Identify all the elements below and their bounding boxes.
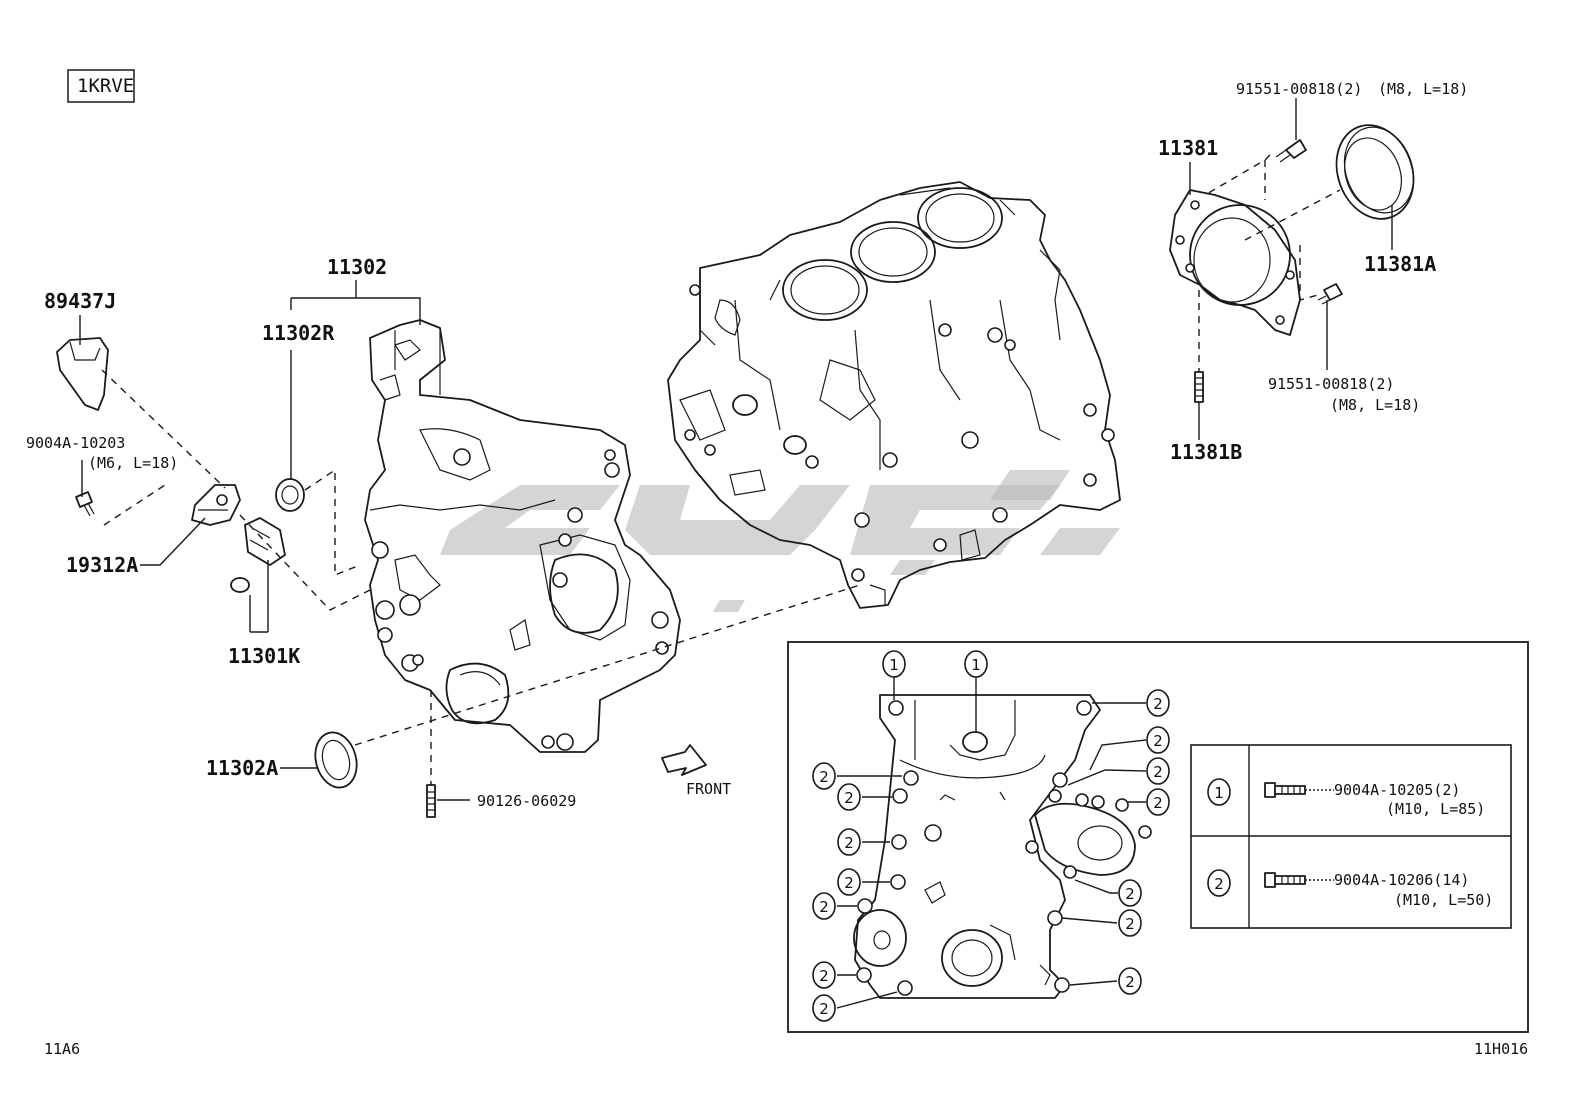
sensor-11301k-drawing <box>230 517 286 593</box>
inset-leader-lines <box>836 677 1147 1009</box>
svg-text:2: 2 <box>1153 695 1163 713</box>
inset-frame <box>787 641 1529 1033</box>
svg-text:2: 2 <box>819 768 829 786</box>
rear-seal-drawing <box>1335 124 1415 220</box>
label-11302a: 11302A <box>206 756 278 780</box>
label-11381a: 11381A <box>1364 252 1436 276</box>
svg-text:2: 2 <box>1125 973 1135 991</box>
bolt-91551-top-drawing <box>1275 139 1307 163</box>
label-11302r: 11302R <box>262 321 335 345</box>
svg-text:2: 2 <box>844 834 854 852</box>
label-11302: 11302 <box>327 255 387 279</box>
footer-left-code: 11A6 <box>44 1040 80 1058</box>
svg-text:2: 2 <box>819 898 829 916</box>
svg-text:2: 2 <box>819 1000 829 1018</box>
dashed-assembly-lines <box>101 154 1341 785</box>
spec-9004a-10203: (M6, L=18) <box>88 454 178 472</box>
front-label: FRONT <box>686 780 731 798</box>
marker-2: 2 <box>1146 689 1170 717</box>
engine-code-box <box>67 69 135 103</box>
front-arrow-icon <box>661 744 707 776</box>
svg-text:2: 2 <box>819 967 829 985</box>
stud-90126-drawing <box>426 784 436 818</box>
marker-2: 2 <box>837 828 861 856</box>
seal-11302a-drawing <box>314 731 358 789</box>
label-90126-06029: 90126-06029 <box>477 792 576 810</box>
marker-1: 1 <box>964 650 988 678</box>
svg-text:2: 2 <box>844 789 854 807</box>
label-89437j: 89437J <box>44 289 116 313</box>
label-11381: 11381 <box>1158 136 1218 160</box>
footer-right-code: 11H016 <box>1474 1040 1528 1058</box>
spec-91551-top: (M8, L=18) <box>1378 80 1468 98</box>
bolt-legend-table: 1 9004A-10205(2) (M10, L=85) 2 9004A-102… <box>1190 744 1512 929</box>
marker-2: 2 <box>837 868 861 896</box>
svg-text:2: 2 <box>1125 915 1135 933</box>
timing-cover-drawing <box>364 319 681 753</box>
spec-91551-bottom: (M8, L=18) <box>1330 396 1420 414</box>
label-9004a-10203: 9004A-10203 <box>26 434 125 452</box>
inset-markers: 1 1 2 2 2 2 2 2 <box>812 650 1170 1022</box>
sensor-cover-89437j-drawing <box>56 337 109 411</box>
svg-text:2: 2 <box>844 874 854 892</box>
leader-lines <box>79 98 1393 801</box>
marker-2: 2 <box>837 783 861 811</box>
engine-code: 1KRVE <box>77 75 134 97</box>
label-91551-top: 91551-00818(2) <box>1236 80 1362 98</box>
legend-marker: 1 <box>1214 784 1224 802</box>
sensor-bracket-19312a-drawing <box>191 484 241 526</box>
svg-text:2: 2 <box>1153 732 1163 750</box>
marker-2: 2 <box>812 892 836 920</box>
svg-text:2: 2 <box>1125 885 1135 903</box>
marker-2: 2 <box>1146 788 1170 816</box>
svg-text:2: 2 <box>1153 794 1163 812</box>
bolt-91551-bottom-drawing <box>1317 283 1343 305</box>
marker-2: 2 <box>812 994 836 1022</box>
marker-2: 2 <box>812 961 836 989</box>
legend-spec: (M10, L=50) <box>1394 891 1493 909</box>
marker-2: 2 <box>1146 726 1170 754</box>
bolt-icon <box>1264 782 1334 798</box>
marker-2: 2 <box>1118 909 1142 937</box>
label-19312a: 19312A <box>66 553 138 577</box>
marker-2: 2 <box>1146 757 1170 785</box>
label-91551-bottom: 91551-00818(2) <box>1268 375 1394 393</box>
inset-cover-drawing <box>853 694 1152 999</box>
bolt-9004a-10203-drawing <box>75 491 95 517</box>
bolt-icon <box>1264 872 1334 888</box>
marker-2: 2 <box>1118 879 1142 907</box>
watermark-logo <box>440 470 1120 612</box>
label-11381b: 11381B <box>1170 440 1242 464</box>
legend-row-2: 2 9004A-10206(14) (M10, L=50) <box>1207 869 1493 909</box>
marker-2: 2 <box>812 762 836 790</box>
svg-text:2: 2 <box>1153 763 1163 781</box>
marker-1: 1 <box>882 650 906 678</box>
cylinder-block-drawing <box>667 181 1121 609</box>
stud-11381b-drawing <box>1194 371 1204 403</box>
legend-part: 9004A-10206(14) <box>1334 871 1469 889</box>
rear-retainer-drawing <box>1169 189 1301 336</box>
svg-text:1: 1 <box>971 656 981 674</box>
svg-text:1: 1 <box>889 656 899 674</box>
plug-11302r-drawing <box>275 478 305 512</box>
marker-2: 2 <box>1118 967 1142 995</box>
legend-marker: 2 <box>1214 875 1224 893</box>
legend-part: 9004A-10205(2) <box>1334 781 1460 799</box>
label-11301k: 11301K <box>228 644 300 668</box>
legend-row-1: 1 9004A-10205(2) (M10, L=85) <box>1207 778 1485 818</box>
legend-spec: (M10, L=85) <box>1386 800 1485 818</box>
